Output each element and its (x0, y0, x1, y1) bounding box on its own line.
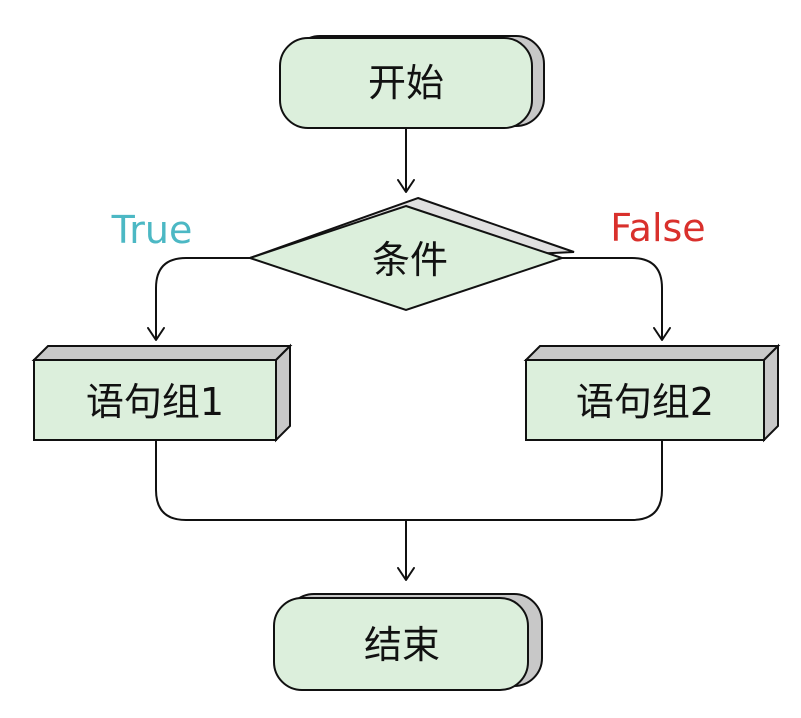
arrowhead (397, 567, 415, 581)
edge-merge-to-end (397, 520, 415, 581)
start-node: 开始 (279, 35, 545, 129)
arrowhead (147, 327, 165, 341)
group2-node: 语句组2 (523, 343, 781, 443)
edge-condition-to-group2 (562, 257, 671, 341)
start-label: 开始 (368, 61, 444, 105)
end-label: 结束 (364, 623, 440, 667)
arrowhead (397, 179, 415, 193)
group1-node: 语句组1 (31, 343, 293, 443)
edge-start-to-condition (397, 128, 415, 193)
group1-label: 语句组1 (86, 380, 224, 424)
edge-merge (155, 440, 663, 521)
false-branch-label: False (610, 206, 705, 250)
true-branch-label: True (111, 208, 193, 252)
end-node: 结束 (273, 593, 543, 691)
edge-condition-to-group1 (147, 257, 250, 341)
group2-label: 语句组2 (576, 380, 714, 424)
arrowhead (653, 327, 671, 341)
condition-label: 条件 (372, 238, 448, 282)
condition-node: 条件 (246, 196, 575, 312)
